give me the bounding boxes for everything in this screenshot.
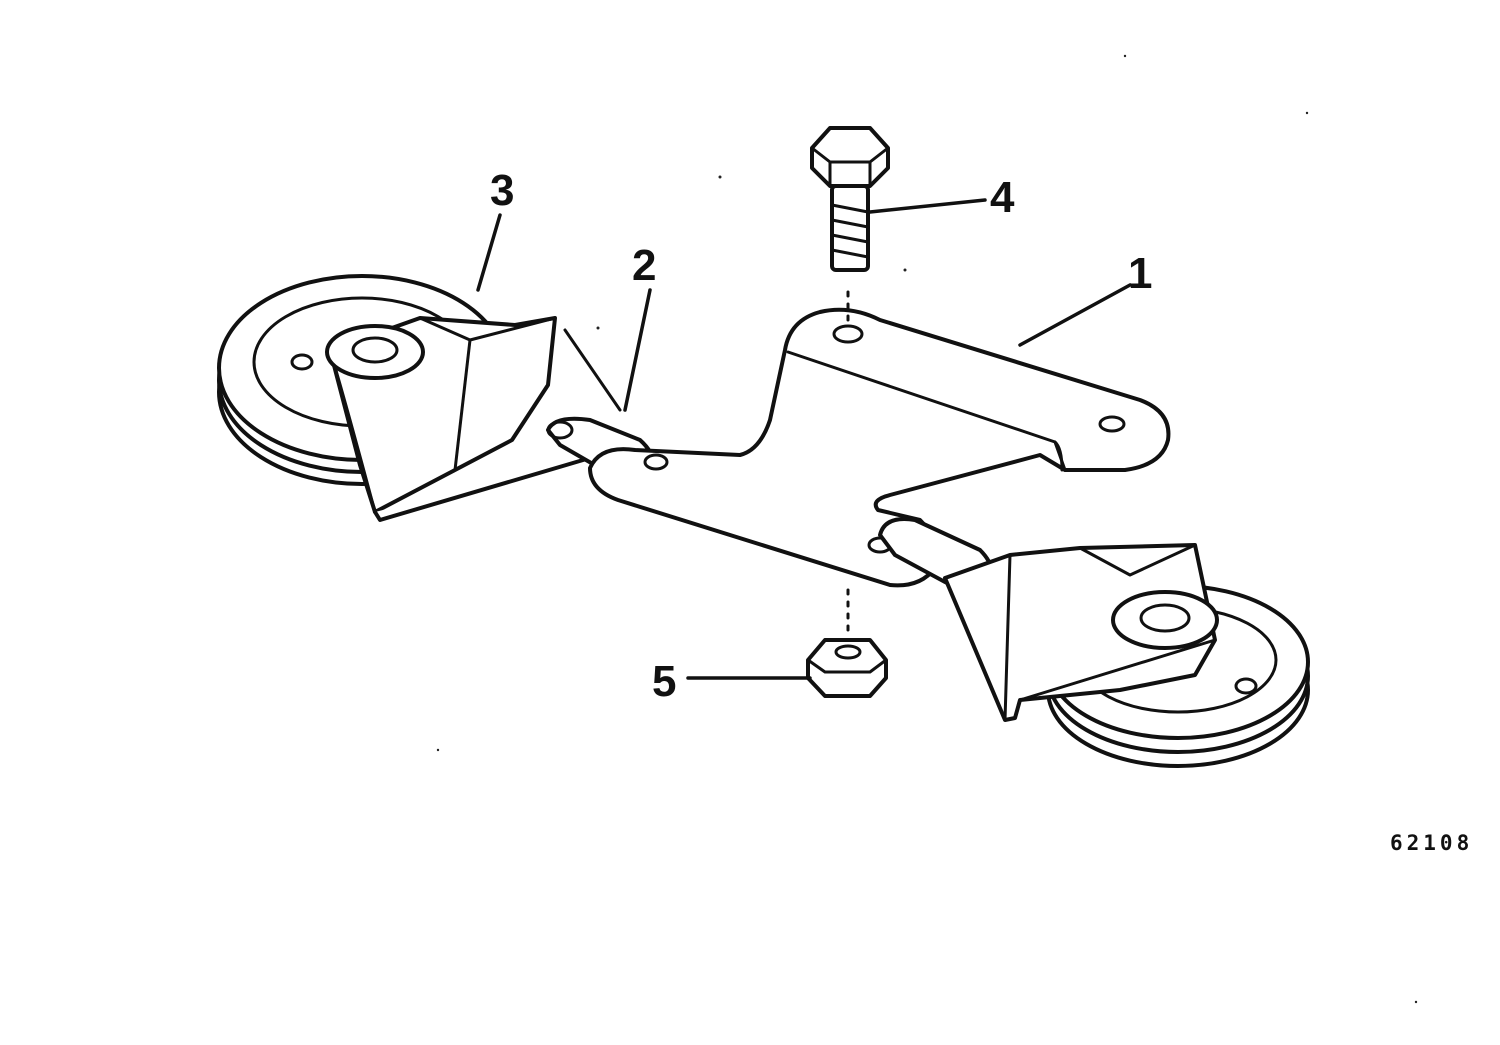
bolt xyxy=(810,126,890,272)
leader-4 xyxy=(868,198,987,214)
bracket xyxy=(588,307,1171,588)
callout-4: 4 xyxy=(990,173,1015,222)
callout-3: 3 xyxy=(490,166,514,215)
scan-specks xyxy=(436,54,1418,1004)
left-pulley-assembly xyxy=(217,274,602,522)
leader-lines xyxy=(476,198,1132,680)
callout-2: 2 xyxy=(632,241,656,290)
leader-2 xyxy=(623,288,652,412)
reference-number: 62108 xyxy=(1390,831,1473,855)
callout-1: 1 xyxy=(1128,249,1152,298)
right-pulley-assembly xyxy=(943,543,1310,768)
leader-3 xyxy=(476,213,502,292)
nut xyxy=(806,638,888,698)
callout-5: 5 xyxy=(652,657,676,706)
leader-1 xyxy=(1018,283,1132,347)
